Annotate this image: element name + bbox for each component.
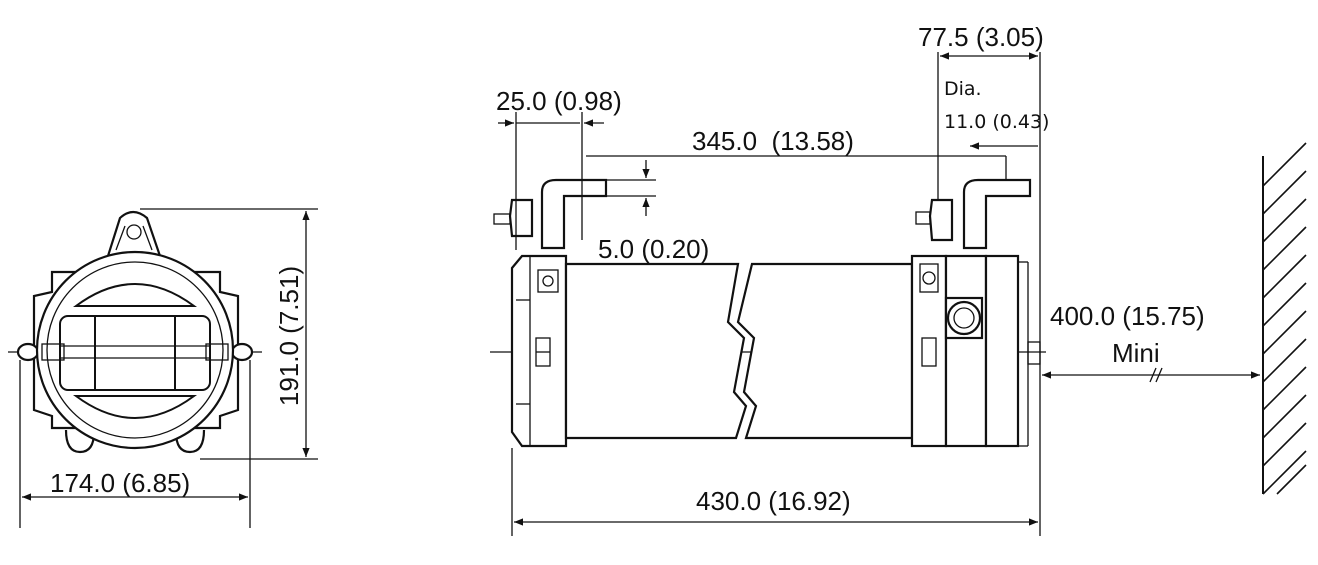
bracket-offset-dimension-label: 25.0 (0.98) bbox=[496, 86, 622, 116]
wall-clearance-dimension-label: 400.0 (15.75) bbox=[1050, 301, 1205, 331]
width-dimension-label: 174.0 (6.85) bbox=[50, 468, 190, 498]
hole-diameter-label-line1: Dia. bbox=[944, 78, 982, 100]
total-length-dimension-label: 430.0 (16.92) bbox=[696, 486, 851, 516]
height-dimension-label: 191.0 (7.51) bbox=[274, 266, 304, 406]
hole-diameter-label-line2: 11.0 (0.43) bbox=[944, 111, 1049, 133]
front-view bbox=[8, 208, 318, 528]
top-offset-dimension-label: 77.5 (3.05) bbox=[918, 22, 1044, 52]
wall-clearance-note: Mini bbox=[1112, 338, 1160, 368]
side-view bbox=[490, 52, 1260, 536]
wall-hatching bbox=[1262, 142, 1307, 495]
bracket-height-dimension-label: 5.0 (0.20) bbox=[598, 234, 709, 264]
bracket-spacing-dimension-label: 345.0 (13.58) bbox=[692, 126, 854, 156]
